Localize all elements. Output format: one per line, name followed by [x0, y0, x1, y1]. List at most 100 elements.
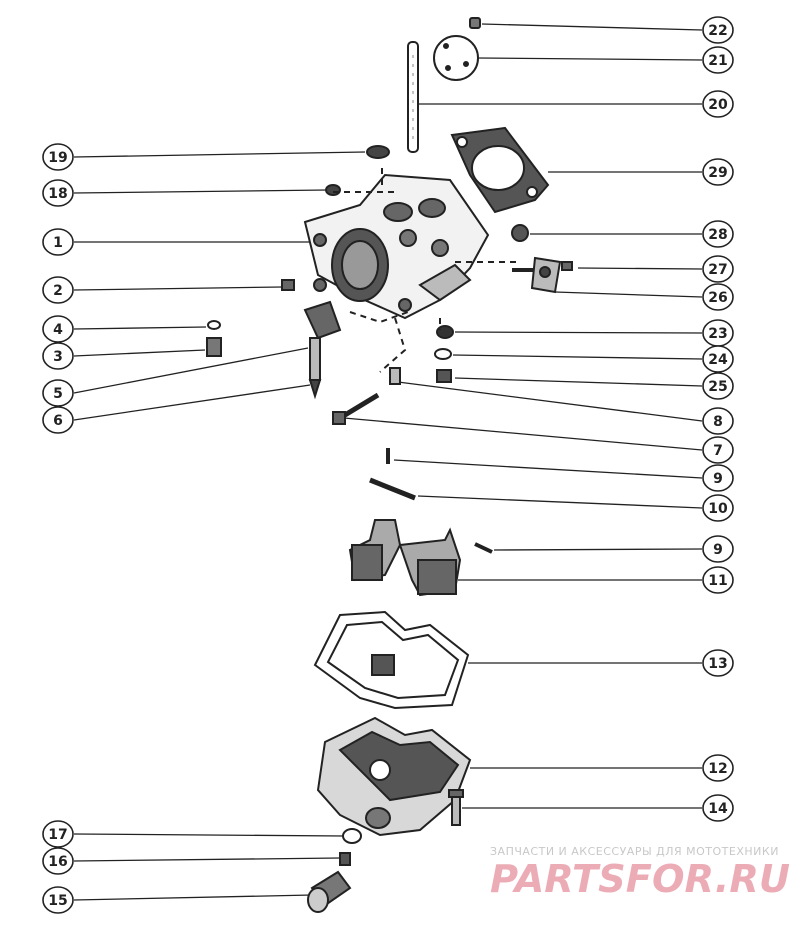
callout-circle: [42, 847, 74, 875]
leader-line: [73, 384, 311, 421]
callout-circle: [702, 754, 734, 782]
callout-number: 22: [708, 23, 727, 39]
leader-line: [73, 189, 328, 194]
leader-line: [73, 347, 309, 394]
part-28-nut: [511, 224, 529, 242]
callout-right-14: 14: [702, 794, 734, 822]
part-25-needle-valve: [436, 369, 452, 383]
callout-left-4: 4: [42, 315, 74, 343]
callout-right-7: 7: [702, 436, 734, 464]
callout-left-3: 3: [42, 342, 74, 370]
part-22-screw: [469, 17, 481, 29]
leader-line: [452, 354, 703, 360]
part-4-washer: [207, 320, 221, 330]
callout-right-20: 20: [702, 90, 734, 118]
leader-line: [477, 57, 703, 61]
callout-left-1: 1: [42, 228, 74, 256]
watermark-logo: PARTSFOR.RU: [490, 858, 790, 898]
callout-number: 11: [708, 573, 727, 589]
callout-number: 8: [713, 414, 723, 430]
leader-line: [343, 417, 703, 451]
callout-circle: [42, 406, 74, 434]
callout-number: 18: [48, 186, 67, 202]
callout-circle: [702, 16, 734, 44]
callout-circle: [702, 535, 734, 563]
callout-right-11: 11: [702, 566, 734, 594]
callout-number: 10: [708, 501, 728, 517]
callout-number: 12: [708, 761, 727, 777]
part-29-flange-gasket: [450, 126, 550, 214]
callout-circle: [702, 220, 734, 248]
leader-line: [417, 495, 703, 509]
callout-right-27: 27: [702, 255, 734, 283]
callout-left-18: 18: [42, 179, 74, 207]
callout-circle: [702, 158, 734, 186]
callout-number: 3: [53, 349, 63, 365]
part-9-pin-lower: [474, 542, 493, 554]
callout-left-2: 2: [42, 276, 74, 304]
leader-line: [73, 151, 366, 158]
part-6-needle: [308, 337, 322, 400]
part-26-lever: [512, 256, 562, 294]
callout-left-6: 6: [42, 406, 74, 434]
part-27-screw: [561, 261, 573, 271]
callout-circle: [42, 379, 74, 407]
callout-right-13: 13: [702, 649, 734, 677]
part-13-bowl-gasket: [313, 610, 470, 710]
callout-number: 16: [48, 854, 67, 870]
callout-circle: [702, 255, 734, 283]
part-14-screw: [448, 789, 464, 826]
assembly-dashed-lines: [333, 168, 520, 373]
callout-circle: [42, 228, 74, 256]
carburetor-parts: [206, 17, 573, 913]
callout-right-9: 9: [702, 535, 734, 563]
callout-number: 9: [713, 542, 723, 558]
callout-left-19: 19: [42, 143, 74, 171]
part-18-seal: [325, 184, 341, 196]
callout-right-10: 10: [702, 494, 734, 522]
callout-left-17: 17: [42, 820, 74, 848]
callout-left-15: 15: [42, 886, 74, 914]
part-3-nozzle: [206, 337, 222, 357]
callout-number: 24: [708, 352, 728, 368]
callout-circle: [702, 345, 734, 373]
leader-line: [577, 267, 703, 270]
callout-circle: [42, 276, 74, 304]
callout-right-8: 8: [702, 407, 734, 435]
callout-number: 27: [708, 262, 727, 278]
part-12-float-bowl: [316, 716, 472, 837]
callout-right-29: 29: [702, 158, 734, 186]
leader-line: [481, 23, 703, 31]
leader-line: [73, 857, 341, 862]
callout-number: 13: [708, 656, 727, 672]
callout-number: 26: [708, 290, 727, 306]
callout-circle: [42, 143, 74, 171]
callout-circle: [42, 886, 74, 914]
callout-number: 21: [708, 53, 727, 69]
part-5-clip: [303, 300, 342, 340]
callout-number: 23: [708, 326, 727, 342]
part-1-carburetor-body: [303, 173, 490, 320]
watermark-subtitle: ЗАПЧАСТИ И АКСЕССУАРЫ ДЛЯ МОТОТЕХНИКИ: [490, 845, 779, 858]
part-21-cover-plate: [433, 35, 479, 81]
callout-circle: [702, 372, 734, 400]
part-7-screw: [332, 392, 380, 425]
part-19-cap: [366, 145, 390, 159]
part-10-shaft: [369, 477, 416, 501]
leader-line: [73, 286, 283, 291]
part-17-o-ring: [342, 828, 362, 844]
leader-line: [493, 548, 703, 551]
callout-circle: [702, 649, 734, 677]
leader-line: [73, 833, 345, 837]
callout-right-23: 23: [702, 319, 734, 347]
callout-left-16: 16: [42, 847, 74, 875]
leader-line: [73, 326, 207, 330]
watermark-brand: PARTSFOR.RU: [490, 858, 790, 898]
callout-number: 5: [53, 386, 63, 402]
part-24-gasket: [434, 348, 452, 360]
callout-circle: [702, 566, 734, 594]
callout-number: 2: [53, 283, 63, 299]
callout-circle: [42, 179, 74, 207]
callout-right-28: 28: [702, 220, 734, 248]
